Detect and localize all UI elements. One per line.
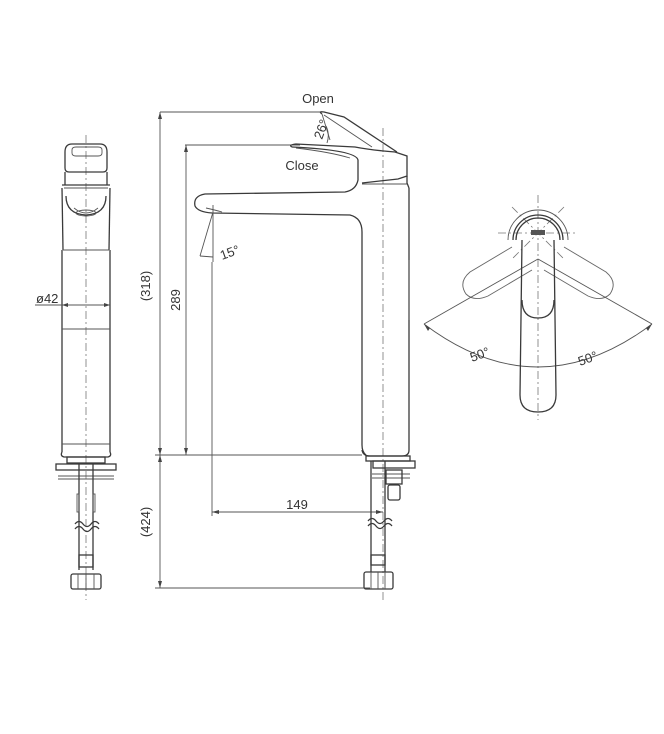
diameter-label: ø42 xyxy=(36,291,58,306)
front-view: (318) (424) 289 26° Open Close xyxy=(138,91,416,600)
overall-height-label: (318) xyxy=(138,271,153,301)
spout-reach-label: 149 xyxy=(286,497,308,512)
spout-height-label: 289 xyxy=(168,289,183,311)
rotation-left-label: 50° xyxy=(468,344,492,365)
hose-length-label: (424) xyxy=(138,507,153,537)
side-view: ø42 xyxy=(35,135,117,600)
rotation-right-label: 50° xyxy=(576,348,600,369)
top-view: 50° 50° xyxy=(423,195,653,420)
open-label: Open xyxy=(302,91,334,106)
close-label: Close xyxy=(285,158,318,173)
lever-angle-label: 26° xyxy=(311,117,332,141)
spout-angle-label: 15° xyxy=(218,242,242,263)
